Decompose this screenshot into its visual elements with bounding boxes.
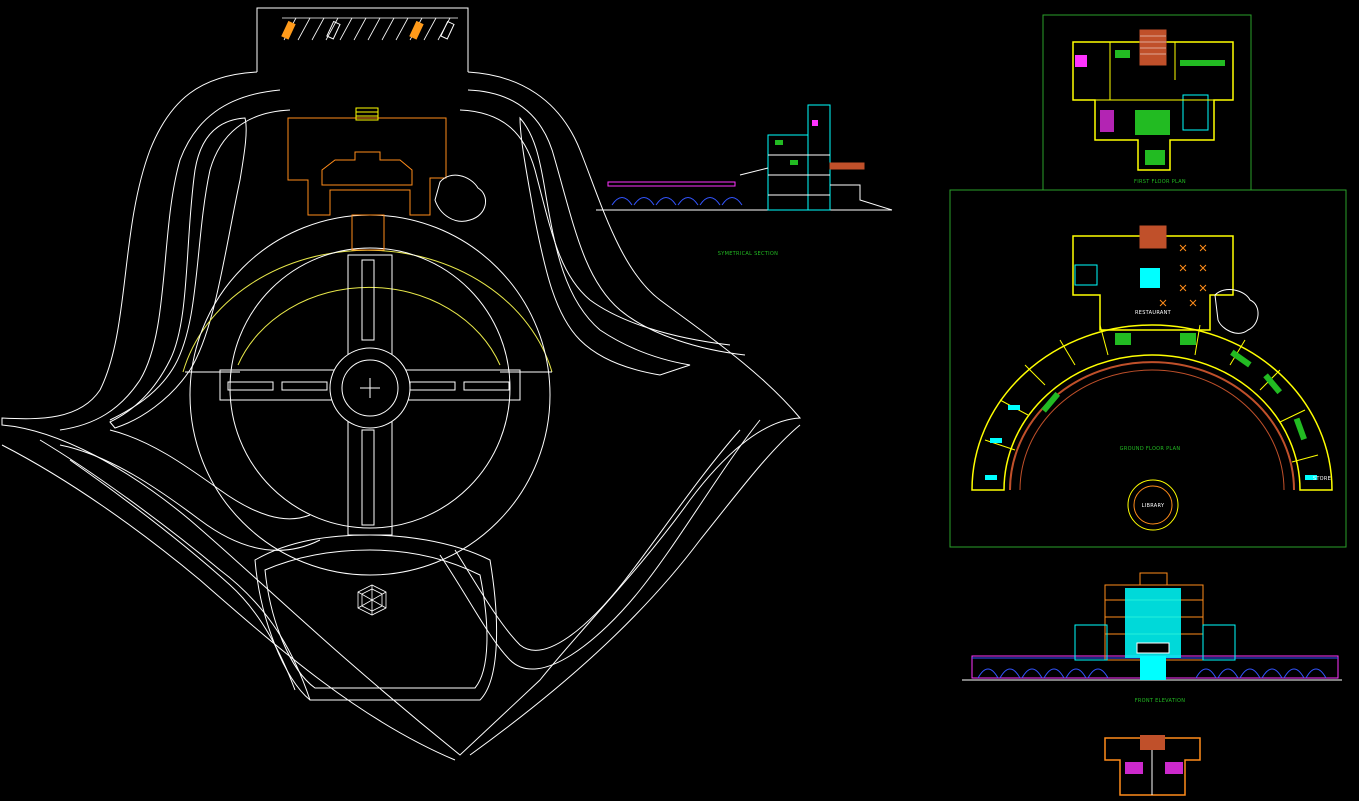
front-elevation-label: FRONT ELEVATION: [1135, 698, 1186, 704]
right-island: [519, 116, 691, 376]
lower-left-outer: [1, 444, 456, 761]
store-label: STORE: [1313, 476, 1331, 482]
yellow-arc-upper: [237, 286, 501, 366]
ground-floor-plan: [949, 189, 1347, 548]
site-plan: [1, 7, 802, 761]
left-island: [109, 117, 247, 429]
site-building: [287, 107, 486, 251]
symmetrical-section: [596, 104, 893, 211]
library-circle: [1127, 479, 1179, 531]
library-label: LIBRARY: [1142, 503, 1165, 509]
lower-right-road: [439, 419, 761, 670]
first-floor-plan: [1042, 14, 1252, 191]
ring-road-inner: [109, 109, 731, 520]
arc-wing-outer: [971, 324, 1333, 491]
central-circle-plan: [182, 214, 553, 576]
small-plan: [1104, 735, 1201, 796]
ring-road-outer: [59, 89, 746, 551]
lower-plaza-inner: [264, 549, 488, 689]
hexagon-fountain: [357, 584, 387, 616]
front-elevation: [962, 572, 1342, 681]
lower-right-outer: [469, 424, 801, 756]
lower-plaza: [254, 534, 498, 701]
building-outline: [287, 117, 447, 216]
main-circle: [229, 247, 511, 529]
section-label: SYMETRICAL SECTION: [718, 251, 778, 257]
parked-cars: [281, 20, 455, 40]
lower-left-road: [39, 439, 311, 701]
parking-lot: [256, 7, 469, 72]
ground-floor-label: GROUND FLOOR PLAN: [1120, 446, 1181, 452]
site-boundary: [1, 71, 802, 756]
parking-stalls: [282, 17, 458, 41]
first-floor-label: FIRST FLOOR PLAN: [1134, 179, 1186, 185]
restaurant-label: RESTAURANT: [1135, 310, 1172, 316]
ground-floor-frame: [949, 189, 1347, 548]
